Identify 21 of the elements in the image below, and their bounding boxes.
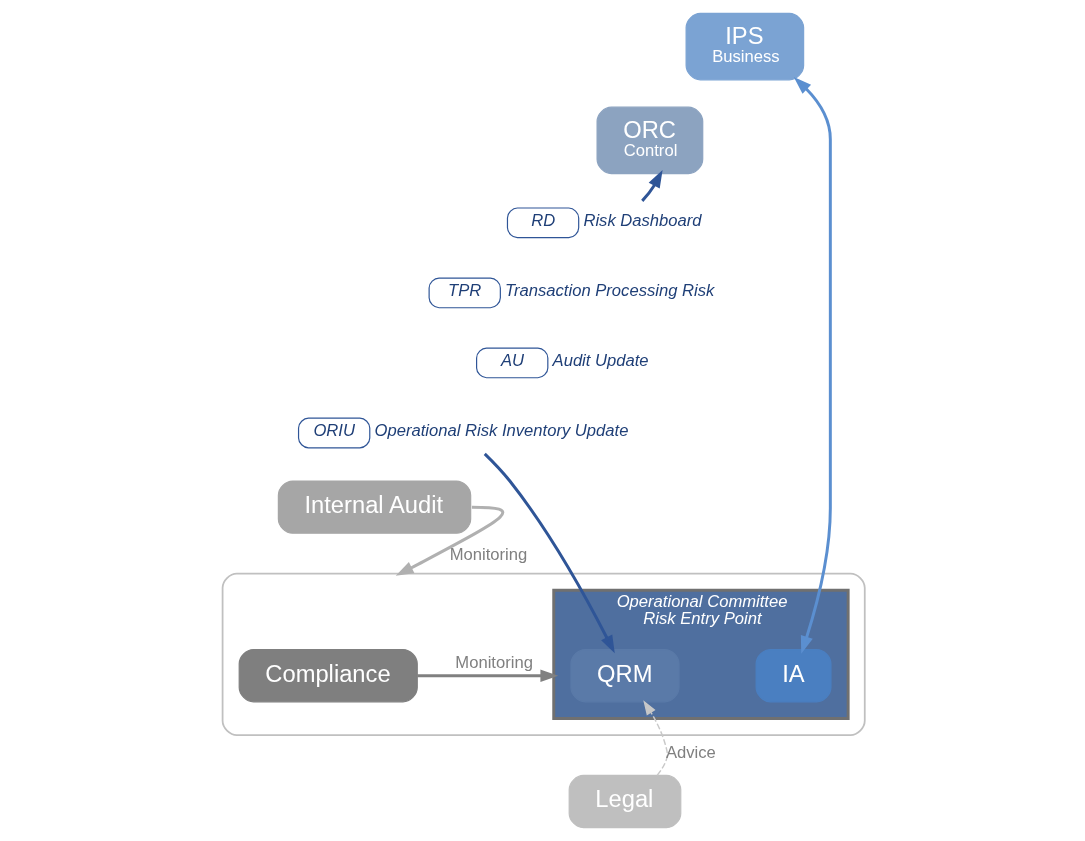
node-label: Risk Dashboard — [582, 211, 702, 231]
node-box: ORC Control — [596, 106, 703, 175]
node-label: Transaction Processing Risk — [504, 281, 714, 301]
arrow — [395, 505, 504, 576]
arrow — [416, 669, 558, 682]
node-box: Legal — [568, 774, 681, 829]
cluster — [221, 572, 866, 736]
arrow — [640, 169, 663, 202]
node-box: Compliance — [238, 649, 418, 703]
arrow — [642, 700, 668, 776]
edge-label: Advice — [665, 742, 716, 762]
arrow — [483, 452, 615, 654]
edge-label: Monitoring — [454, 652, 533, 672]
node-box: Internal Audit — [277, 480, 471, 534]
edge-label: Monitoring — [449, 544, 527, 564]
node-box: IPS Business — [685, 12, 804, 81]
node-box: QRM — [569, 649, 680, 703]
arrow — [793, 77, 832, 654]
node-box: IA — [755, 649, 832, 703]
node-label: Operational Risk Inventory Update — [374, 421, 628, 441]
node-label: Audit Update — [552, 351, 649, 371]
